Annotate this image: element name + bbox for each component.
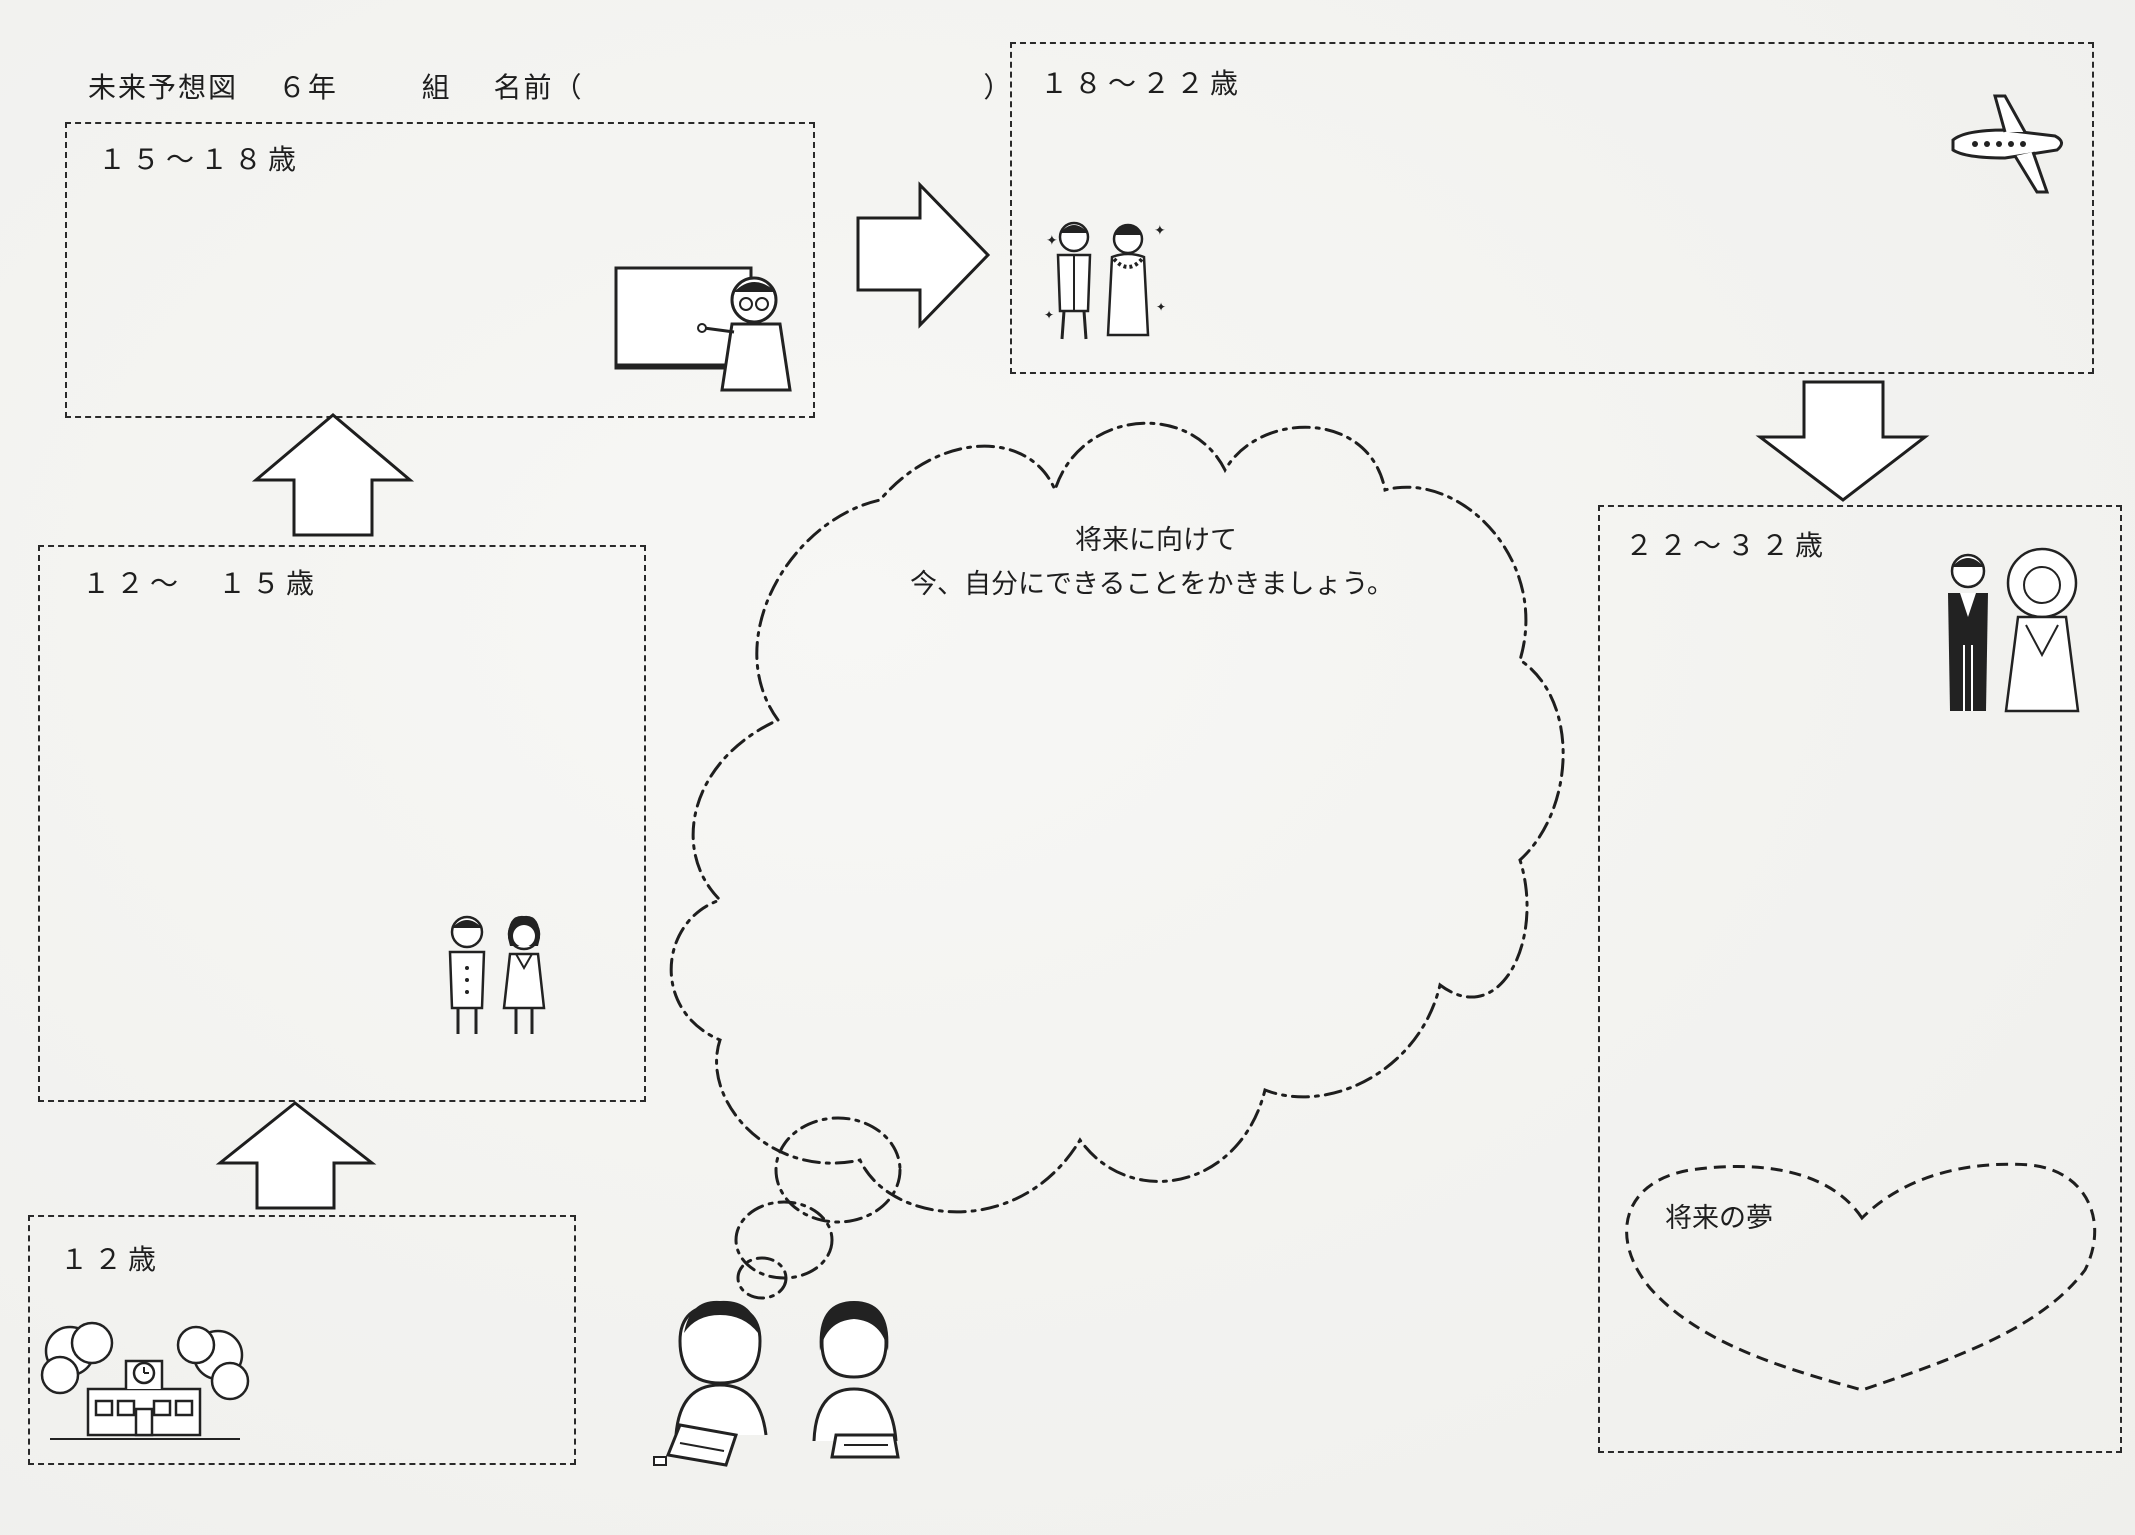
box-age-15-18[interactable] [65,122,815,418]
arrow-right [856,181,991,329]
arrow-up-lower [215,1101,377,1210]
children-writing-icon [653,1300,900,1467]
label-age-18-22: １８〜２２歳 [1040,67,1245,100]
svg-text:✦: ✦ [1154,223,1166,239]
teacher-blackboard-icon [614,266,792,392]
arrow-up-upper [251,413,415,537]
wedding-couple-icon [1948,547,2080,713]
worksheet-header: 未来予想図 ６年 組 名前（ ） [88,66,1013,106]
thought-bubble-medium [734,1200,834,1280]
thought-bubble-large [774,1116,902,1224]
svg-text:✦: ✦ [1044,308,1054,322]
box-age-22-32[interactable] [1598,505,2122,1453]
arrow-down [1755,380,1930,502]
airplane-icon [1951,94,2063,194]
cloud-line-2: 今、自分にできることをかきましょう。 [910,569,1394,600]
box-age-18-22[interactable] [1010,42,2094,374]
label-age-15-18: １５〜１８歳 [98,143,303,176]
label-age-12-15: １２〜 １５歳 [82,567,321,600]
coming-of-age-couple-icon: ✦ ✦ ✦ ✦ [1044,221,1166,340]
thought-bubble-small [736,1256,788,1300]
box-age-12-15[interactable] [38,545,646,1102]
name-close-paren: ） [983,71,1014,104]
students-uniform-icon [448,915,546,1034]
label-age-22-32: ２２〜３２歳 [1625,529,1830,562]
dream-heart-label: 将来の夢 [1665,1203,1773,1234]
label-age-12: １２歳 [60,1243,163,1276]
name-label: 名前（ [493,71,584,104]
worksheet-title: 未来予想図 [88,71,239,104]
grade-label: ６年 [277,71,338,104]
thought-cloud [669,421,1565,1214]
svg-text:✦: ✦ [1046,233,1058,249]
cloud-line-1: 将来に向けて [1075,525,1237,556]
box-age-12[interactable] [28,1215,576,1465]
class-label: 組 [421,71,452,104]
school-cherry-blossom-icon [40,1321,250,1440]
svg-text:✦: ✦ [1156,300,1166,314]
